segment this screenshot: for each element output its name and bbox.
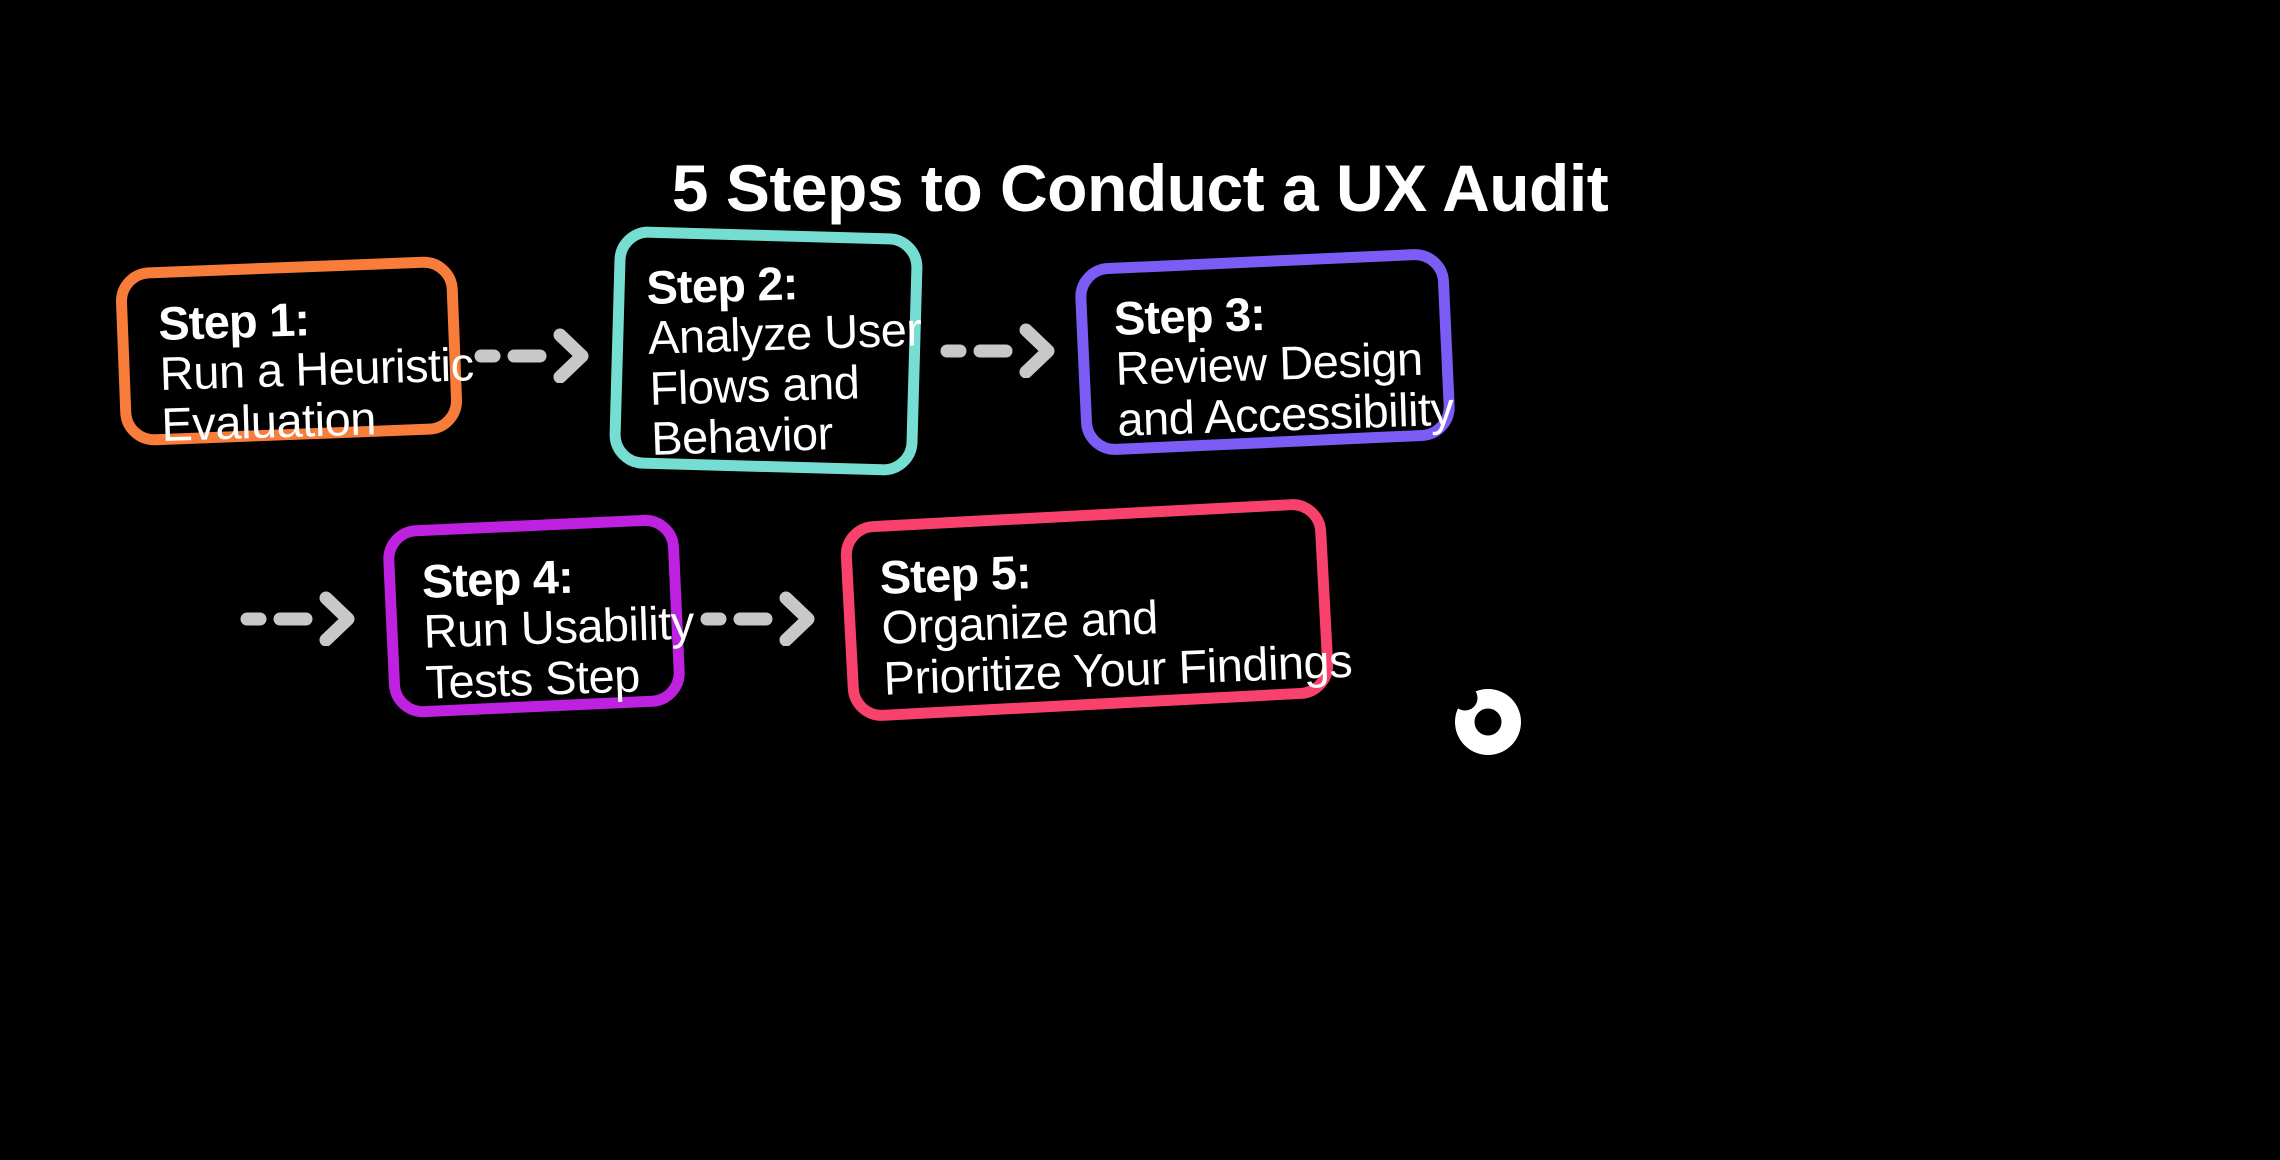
- step-card-1-line-1: Run a Heuristic: [158, 337, 475, 401]
- step-card-4-text: Step 4: Run Usability Tests Step: [421, 549, 695, 709]
- step-card-4[interactable]: Step 4: Run Usability Tests Step: [381, 513, 695, 719]
- dashed-arrow-right-icon: [474, 325, 592, 384]
- step-card-2-description: Analyze User Flows and Behavior: [647, 303, 922, 465]
- step-card-4-description: Run Usability Tests Step: [423, 596, 695, 709]
- step-card-3[interactable]: Step 3: Review Design and Accessibility: [1073, 247, 1457, 457]
- step-card-1-description: Run a Heuristic Evaluation: [158, 337, 475, 451]
- step-card-5-text: Step 5: Organize and Prioritize Your Fin…: [879, 537, 1353, 705]
- dashed-arrow-right-icon: [940, 320, 1058, 379]
- page-title: 5 Steps to Conduct a UX Audit: [671, 151, 1609, 225]
- step-card-1[interactable]: Step 1: Run a Heuristic Evaluation: [114, 255, 475, 451]
- step-card-2-line-3: Behavior: [650, 406, 834, 465]
- step-card-1-text: Step 1: Run a Heuristic Evaluation: [157, 291, 475, 451]
- bitten-donut-logo-icon: [1452, 686, 1524, 758]
- step-card-5-description: Organize and Prioritize Your Findings: [881, 587, 1353, 705]
- dashed-arrow-right-icon: [700, 588, 818, 647]
- step-card-5[interactable]: Step 5: Organize and Prioritize Your Fin…: [839, 497, 1353, 723]
- step-card-3-text: Step 3: Review Design and Accessibility: [1113, 284, 1455, 446]
- step-card-3-description: Review Design and Accessibility: [1115, 332, 1455, 446]
- step-card-2-line-2: Flows and: [648, 354, 861, 415]
- step-card-1-line-2: Evaluation: [160, 390, 377, 451]
- dashed-arrow-right-icon: [240, 588, 358, 647]
- step-card-4-line-2: Tests Step: [424, 647, 641, 709]
- step-card-3-line-2: and Accessibility: [1116, 381, 1455, 446]
- step-card-2-text: Step 2: Analyze User Flows and Behavior: [646, 255, 923, 465]
- step-card-2[interactable]: Step 2: Analyze User Flows and Behavior: [608, 225, 924, 477]
